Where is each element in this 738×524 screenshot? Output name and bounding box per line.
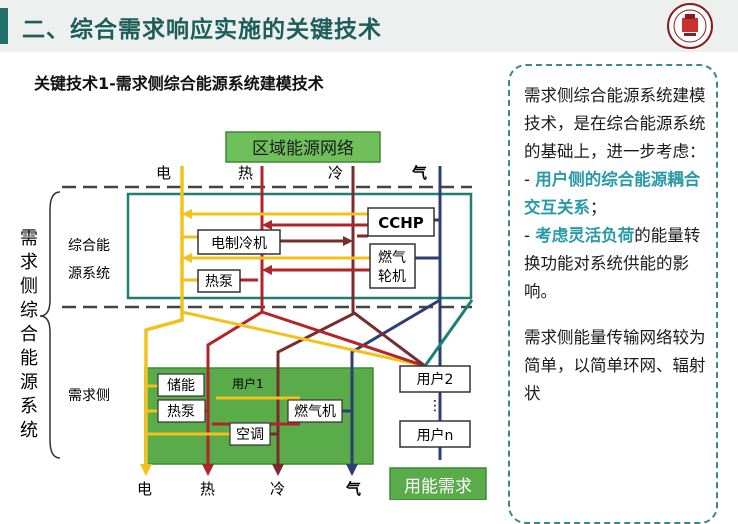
user1-label: 用户1 [232, 376, 264, 391]
header-bar: 二、综合需求响应实施的关键技术 [0, 0, 738, 52]
ac-label: 空调 [236, 427, 264, 443]
top-label-heat: 热 [238, 164, 253, 182]
storage-label: 储能 [167, 378, 195, 394]
cold-down-line [276, 300, 355, 468]
heat-pump-label: 热泵 [205, 274, 233, 290]
electric-chiller-label: 电制冷机 [211, 236, 267, 252]
user-heat-pump-label: 热泵 [167, 404, 195, 420]
side-label-char: 需 [20, 228, 38, 249]
demand-side-label: 需求侧 [68, 388, 110, 404]
heat-pump-box [197, 269, 241, 293]
arrow-head [140, 464, 152, 476]
side-label-char: 侧 [20, 276, 38, 297]
spacer [524, 306, 710, 324]
bottom-label-heat: 热 [200, 480, 215, 498]
arrow-head [272, 464, 284, 476]
side-label-char: 系 [20, 396, 38, 417]
bullet-prefix: - [524, 170, 536, 189]
bullet-suffix: ； [590, 198, 607, 217]
arrow-head [262, 220, 272, 230]
network-box [225, 131, 381, 163]
heat-down-line [206, 300, 264, 468]
ac-box [229, 422, 271, 446]
side-label-char: 能 [20, 348, 38, 369]
arrow-head [202, 464, 214, 476]
panel-paragraph-2: 需求侧能量传输网络较为简单，以简单环网、辐射状 [524, 328, 706, 403]
side-label-char: 源 [20, 372, 38, 393]
ies-label-line2: 源系统 [68, 266, 110, 282]
cchp-box [367, 207, 435, 237]
university-logo-icon [667, 3, 713, 49]
heat-to-user2 [261, 310, 426, 368]
side-label-char: 统 [20, 420, 38, 441]
side-label-char: 合 [20, 324, 38, 345]
bullet-highlight: 考虑灵活负荷 [535, 226, 635, 245]
header-accent [0, 8, 8, 44]
user2-box [399, 365, 471, 393]
ies-diagram: 区域能源网络 电 热 冷 气 电 热 冷 气 需 求 侧 综 合 能 源 系 统… [20, 131, 487, 500]
gas-turbine-box [369, 243, 416, 289]
storage-box [157, 373, 205, 397]
side-bracket [39, 191, 61, 459]
side-label: 需 求 侧 综 合 能 源 系 统 [20, 228, 38, 441]
user-heat-pump-box [157, 399, 206, 423]
gas-to-user2 [423, 299, 474, 367]
user2-label: 用户2 [417, 371, 454, 388]
panel-paragraph-1: 需求侧综合能源系统建模技术，是在综合能源系统的基础上，进一步考虑： [524, 86, 706, 161]
panel-bullet-2: - 考虑灵活负荷的能量转换功能对系统供能的影响。 [524, 222, 710, 306]
side-panel-text: 需求侧综合能源系统建模技术，是在综合能源系统的基础上，进一步考虑： - 用户侧的… [524, 82, 710, 408]
arrow-head [262, 265, 272, 275]
bullet-suffix: 的能量转换功能对系统供能的影响。 [524, 226, 701, 301]
electric-to-user2 [181, 310, 426, 368]
ies-frame [126, 192, 473, 300]
gas-turbine-label-line2: 轮机 [378, 269, 406, 285]
network-box-label: 区域能源网络 [252, 139, 354, 159]
bullet-prefix: - [524, 226, 536, 245]
arrow-head [182, 209, 192, 219]
top-label-electric: 电 [156, 164, 171, 182]
cold-to-user2 [352, 310, 426, 368]
demand-box [389, 467, 487, 500]
electric-chiller-box [197, 229, 281, 255]
arrow-head [343, 236, 353, 246]
electric-down-line [144, 300, 184, 468]
bottom-label-electric: 电 [137, 480, 152, 498]
arrow-head [182, 253, 192, 263]
gas-turbine-label-line1: 燃气 [378, 249, 406, 266]
bullet-highlight: 用户侧的综合能源耦合交互关系 [524, 170, 701, 217]
usern-box [399, 420, 471, 448]
cchp-label: CCHP [378, 214, 424, 232]
demand-box-label: 用能需求 [404, 477, 472, 497]
side-label-char: 求 [20, 252, 38, 273]
arrow-head [346, 464, 358, 476]
gas-engine-label: 燃气机 [294, 403, 336, 420]
side-label-char: 综 [20, 300, 38, 321]
top-label-gas: 气 [411, 164, 427, 182]
top-label-cold: 冷 [328, 164, 343, 182]
bottom-label-cold: 冷 [270, 480, 285, 498]
gas-engine-box [287, 399, 343, 423]
bottom-label-gas: 气 [345, 480, 361, 498]
page-title: 二、综合需求响应实施的关键技术 [22, 17, 382, 43]
usern-label: 用户n [417, 427, 454, 444]
section-subtitle: 关键技术1-需求侧综合能源系统建模技术 [34, 74, 324, 93]
panel-bullet-1: - 用户侧的综合能源耦合交互关系； [524, 166, 710, 222]
gas-down-line [350, 298, 441, 468]
users-ellipsis: ⋮ [428, 398, 442, 414]
ies-label-line1: 综合能 [68, 238, 110, 254]
